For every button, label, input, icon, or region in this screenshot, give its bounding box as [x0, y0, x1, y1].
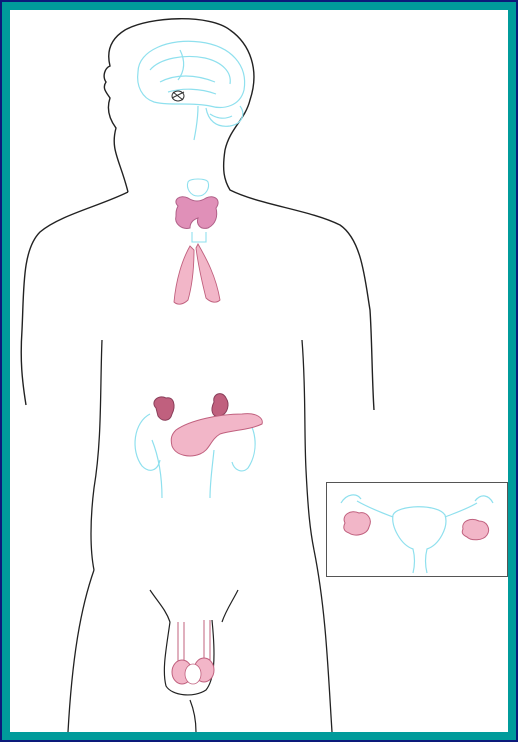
thymus-icon [174, 244, 220, 304]
thyroid-icon [176, 197, 218, 229]
left-groin-line [150, 590, 170, 622]
testis-icon [164, 620, 214, 695]
pancreas-icon [171, 414, 262, 456]
body-outline [104, 19, 374, 410]
body-outline-left [21, 192, 128, 405]
adrenal-left-icon [154, 397, 174, 420]
figure-canvas [10, 10, 508, 732]
right-arm-inner [302, 340, 314, 550]
female-inset-box [326, 482, 508, 577]
brain-icon [138, 41, 245, 140]
inner-leg-line [190, 700, 196, 732]
ovary-icon [327, 483, 507, 576]
left-arm-inner [91, 340, 102, 570]
right-leg-outline [314, 550, 332, 732]
right-groin-line [222, 590, 238, 622]
pituitary-icon [172, 91, 184, 101]
body-diagram-svg [10, 10, 508, 732]
adrenal-right-icon [212, 394, 228, 417]
left-leg-outline [68, 570, 94, 732]
